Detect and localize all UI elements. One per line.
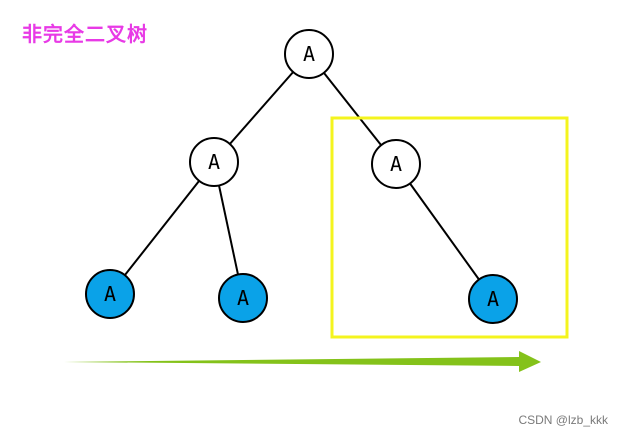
- node-label: A: [104, 282, 116, 306]
- tree-node-left: A: [189, 137, 239, 187]
- tree-node-left-right: A: [218, 273, 268, 323]
- node-label: A: [208, 150, 220, 174]
- direction-arrow: [64, 351, 541, 372]
- highlight-box: [330, 116, 569, 339]
- watermark: CSDN @lzb_kkk: [518, 413, 608, 427]
- tree-node-root: A: [284, 29, 334, 79]
- arrow-shape: [64, 351, 541, 372]
- edge-right-to-right-right: [395, 163, 494, 300]
- tree-node-right-right: A: [468, 274, 518, 324]
- node-label: A: [390, 152, 402, 176]
- node-label: A: [303, 42, 315, 66]
- tree-nodes: A A A A A A: [85, 29, 518, 324]
- diagram-title: 非完全二叉树: [22, 22, 148, 46]
- node-label: A: [487, 287, 499, 311]
- node-circle: [468, 274, 518, 324]
- node-circle: [284, 29, 334, 79]
- edge-left-to-left-left: [109, 161, 215, 295]
- node-label: A: [237, 286, 249, 310]
- node-circle: [218, 273, 268, 323]
- node-circle: [189, 137, 239, 187]
- tree-edges: [109, 53, 494, 300]
- node-circle: [85, 269, 135, 319]
- tree-node-right: A: [371, 139, 421, 189]
- node-circle: [371, 139, 421, 189]
- tree-node-left-left: A: [85, 269, 135, 319]
